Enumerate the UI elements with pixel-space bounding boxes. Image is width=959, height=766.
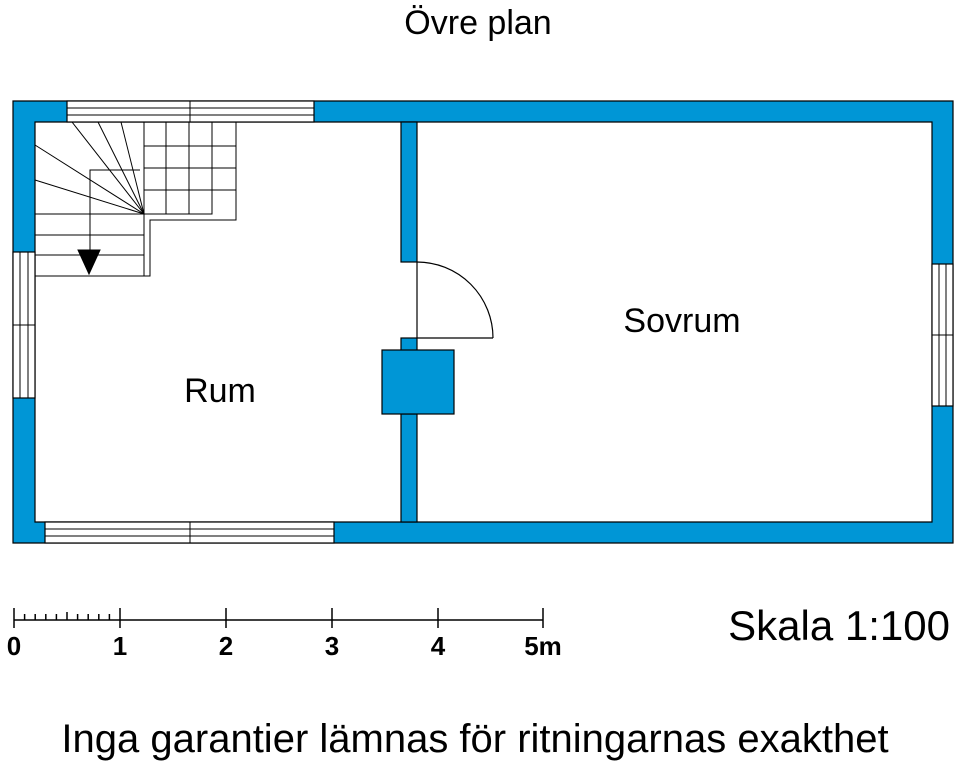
- chimney: [381, 349, 455, 415]
- room-label-rum: Rum: [184, 372, 256, 410]
- scale-tick-4: 4: [431, 631, 446, 661]
- scale-tick-3: 3: [325, 631, 339, 661]
- window-top: [66, 100, 315, 123]
- scale-bar: [13, 608, 544, 628]
- outer-walls: [12, 100, 954, 544]
- disclaimer: Inga garantier lämnas för ritningarnas e…: [61, 717, 888, 761]
- scale-label: Skala 1:100: [728, 602, 950, 649]
- window-right: [931, 263, 954, 407]
- plan-title: Övre plan: [404, 4, 551, 42]
- staircase: [34, 121, 237, 277]
- door: [416, 261, 494, 339]
- scale-tick-5m: 5m: [524, 631, 562, 661]
- partition-wall-upper: [400, 121, 418, 263]
- scale-tick-0: 0: [7, 631, 21, 661]
- room-label-sovrum: Sovrum: [623, 302, 740, 340]
- scale-tick-1: 1: [113, 631, 127, 661]
- window-left: [12, 251, 36, 399]
- window-bottom: [44, 521, 335, 544]
- scale-tick-2: 2: [219, 631, 233, 661]
- partition-wall-lower: [400, 413, 418, 523]
